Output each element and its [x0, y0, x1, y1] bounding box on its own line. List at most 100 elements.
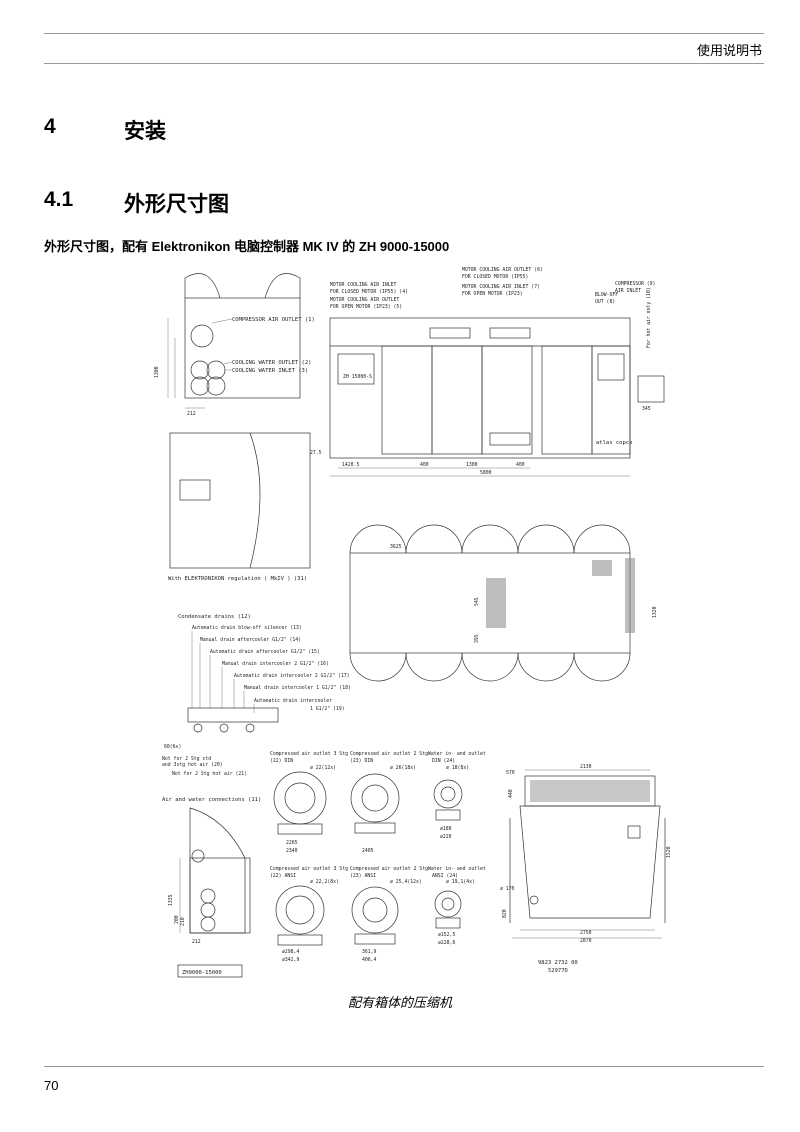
model-label: ZH9000-15000 [182, 970, 222, 976]
subsection-title: 外形尺寸图 [124, 193, 229, 216]
m13: ⌀342,9 [282, 957, 299, 963]
c23c: Compressed air outlet 2 Stg [350, 866, 428, 872]
enclosure-view: 2130 570 440 ⌀ 170 820 1520 2750 2870 98… [500, 764, 672, 974]
label-31: With ELEKTRONIKON regulation ( MkIV ) (3… [168, 576, 307, 582]
dim-400b: 400 [516, 462, 525, 468]
label-18: Manual drain intercooler 1 G1/2" (18) [244, 685, 351, 691]
label-10: For hot air only (10) [646, 287, 652, 348]
header-rule [44, 63, 764, 64]
label-8a: BLOW-OFF [595, 292, 618, 298]
dimension-drawing-svg: COMPRESSOR AIR OUTLET (1) COOLING WATER … [154, 267, 672, 978]
dim-1335: 1335 [168, 894, 174, 906]
side-view: COMPRESSOR AIR OUTLET (1) COOLING WATER … [154, 273, 315, 417]
header-title: 使用说明书 [696, 43, 762, 58]
dim-212b: 212 [192, 939, 201, 945]
footer-rule [44, 1066, 764, 1067]
c24c: Water in- and outlet [428, 866, 486, 872]
m7: 2265 [286, 840, 298, 846]
section-title: 安装 [124, 120, 166, 143]
front-view: MOTOR COOLING AIR OUTLET (6) FOR CLOSED … [310, 267, 665, 477]
label-6b: FOR CLOSED MOTOR (IP55) [462, 274, 528, 280]
dim-2750: 2750 [580, 930, 592, 936]
dim-200: 200 [174, 915, 180, 924]
label-19a: Automatic drain intercooler [254, 698, 332, 704]
m2: ⌀ 26(18x) [390, 765, 416, 771]
dim-440: 440 [508, 789, 514, 798]
m3: ⌀ 18(8x) [446, 765, 469, 771]
top-view: 3625 1320 545 395 [349, 524, 658, 682]
controller-label: ZH 15000-S [343, 374, 372, 380]
label-20b: and 3stg hot air (20) [162, 762, 223, 768]
c22c: Compressed air outlet 3 Stg [270, 866, 348, 872]
label-11: Air and water connections (11) [162, 797, 261, 803]
m4: ⌀ 22,2(8x) [310, 879, 339, 885]
label-4a: MOTOR COOLING AIR INLET [330, 282, 397, 288]
c22a: Compressed air outlet 3 Stg [270, 751, 348, 757]
c24b: DIN (24) [432, 758, 455, 764]
brand-logo: atlas copco [596, 440, 632, 446]
dim-3625: 3625 [390, 544, 402, 550]
part-number: 9823 2732 00 [538, 960, 578, 966]
label-19b: 1 G1/2" (19) [310, 706, 345, 712]
m9: 2405 [362, 848, 374, 854]
c22b: (22) DIN [270, 758, 293, 764]
dim-210: 210 [180, 917, 186, 926]
dim-345: 345 [642, 406, 651, 412]
flange-ansi: Compressed air outlet 3 Stg (22) ANSI ⌀ … [270, 866, 486, 963]
label-13: Automatic drain blow-off silencer (13) [192, 625, 302, 631]
drawing-subheading: 外形尺寸图，配有 Elektronikon 电脑控制器 MK IV 的 ZH 9… [44, 239, 450, 254]
connections-view: Air and water connections (11) 1335 200 … [162, 797, 261, 978]
dim-5800: 5800 [480, 470, 492, 476]
m11: ⌀220 [440, 834, 452, 840]
c24a: Water in- and outlet [428, 751, 486, 757]
section-number: 4 [44, 115, 56, 138]
figure-caption: 配有箱体的压缩机 [347, 995, 452, 1010]
dim-212: 212 [187, 411, 196, 417]
dim-27: 27.5 [310, 450, 322, 456]
c23a: Compressed air outlet 2 Stg [350, 751, 428, 757]
c22d: (22) ANSI [270, 873, 296, 879]
dim-1300b: 1300 [466, 462, 478, 468]
label-7b: FOR OPEN MOTOR (IP23) [462, 291, 523, 297]
m12: ⌀298,4 [282, 949, 299, 955]
dim-545: 545 [474, 597, 480, 606]
dim-570: 570 [506, 770, 515, 776]
c24d: ANSI (24) [432, 873, 458, 879]
top-rule [44, 33, 764, 34]
page-number: 70 [44, 1078, 59, 1093]
dim-1420: 1420.5 [342, 462, 359, 468]
label-3: COOLING WATER INLET (3) [232, 368, 308, 374]
label-4b: FOR CLOSED MOTOR (IP55) (4) [330, 289, 408, 295]
m10: ⌀180 [440, 826, 452, 832]
dim-2130: 2130 [580, 764, 592, 770]
label-12: Condensate drains (12) [178, 614, 251, 620]
label-14: Manual drain aftercooler G1/2" (14) [200, 637, 301, 643]
subsection-number: 4.1 [44, 188, 74, 211]
label-1: COMPRESSOR AIR OUTLET (1) [232, 317, 315, 323]
label-5b: FOR OPEN MOTOR (IP23) (5) [330, 304, 402, 310]
m15: 406,4 [362, 957, 377, 963]
label-20a: Not for 2 Stg std [162, 756, 211, 762]
m8: 2340 [286, 848, 298, 854]
dimension-drawing: COMPRESSOR AIR OUTLET (1) COOLING WATER … [150, 258, 672, 988]
dim-400a: 400 [420, 462, 429, 468]
dim-2870: 2870 [580, 938, 592, 944]
flange-din: Compressed air outlet 3 Stg (22) DIN ⌀ 2… [270, 751, 486, 854]
label-15: Automatic drain aftercooler G1/2" (15) [210, 649, 320, 655]
condensate-drains: Condensate drains (12) Automatic drain b… [162, 614, 351, 777]
label-5a: MOTOR COOLING AIR OUTLET [330, 297, 399, 303]
label-16: Manual drain intercooler 2 G1/2" (16) [222, 661, 329, 667]
label-17: Automatic drain intercooler 2 G1/2" (17) [234, 673, 350, 679]
m16: ⌀152,5 [438, 932, 455, 938]
label-7a: MOTOR COOLING AIR INLET (7) [462, 284, 540, 290]
m5: ⌀ 25,4(12x) [390, 879, 422, 885]
label-2: COOLING WATER OUTLET (2) [232, 360, 311, 366]
end-view: With ELEKTRONIKON regulation ( MkIV ) (3… [168, 432, 311, 582]
drawing-code: 52977D [548, 968, 568, 974]
label-8b: OUT (8) [595, 299, 615, 305]
label-6x: 60(6x) [164, 744, 181, 750]
m6: ⌀ 19,1(4x) [446, 879, 475, 885]
dim-1320: 1320 [652, 606, 658, 618]
dim-395: 395 [474, 634, 480, 643]
m14: 361,9 [362, 949, 377, 955]
